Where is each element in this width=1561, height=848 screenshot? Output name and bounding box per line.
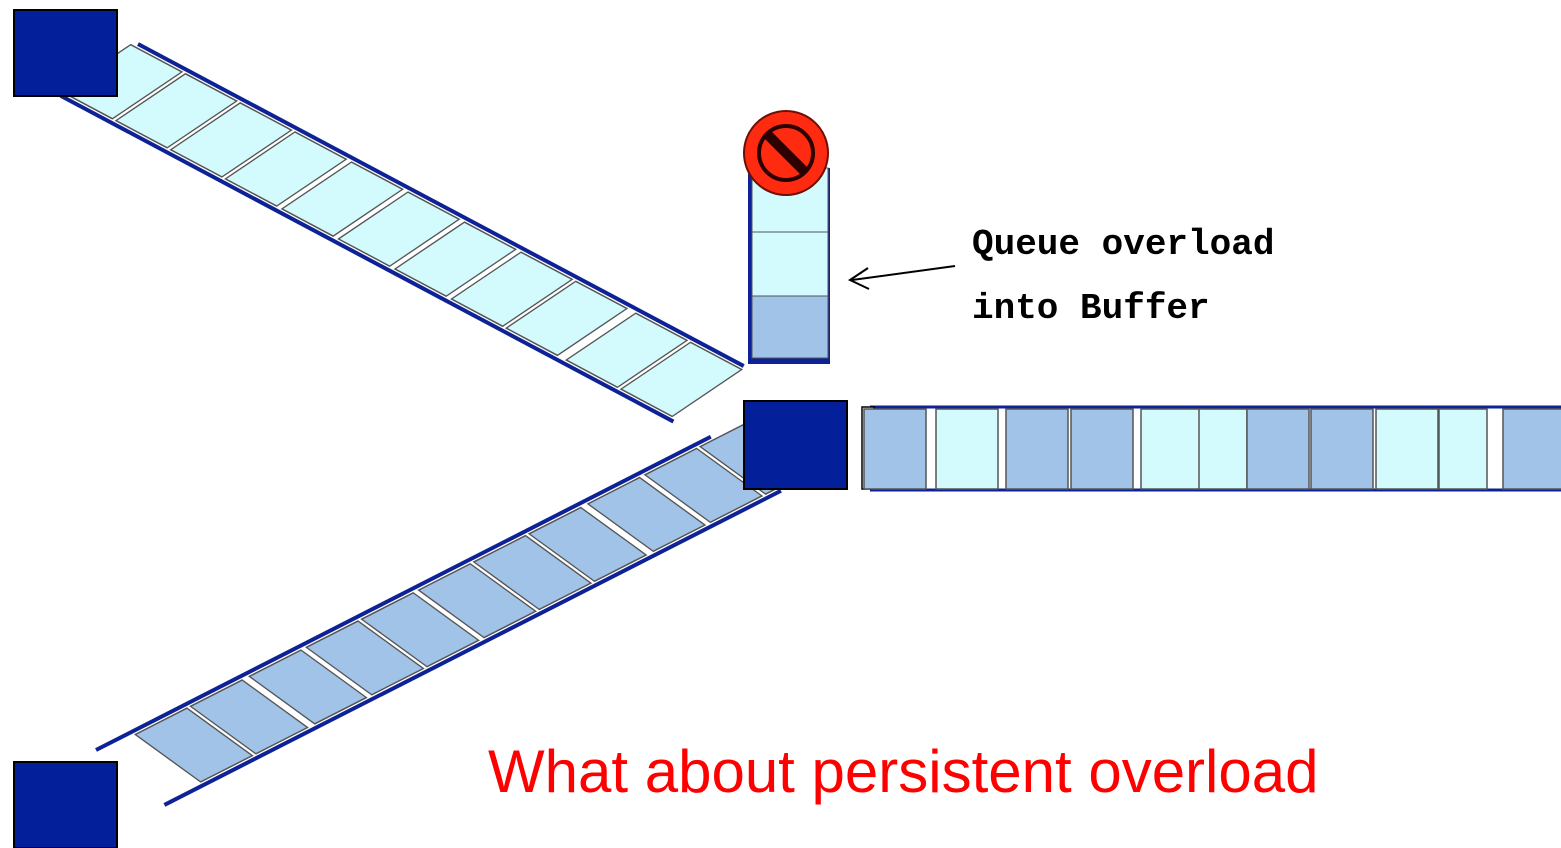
packet (643, 447, 764, 524)
router-source-top (13, 9, 118, 97)
arrow-icon (847, 265, 956, 290)
packet (863, 408, 927, 490)
packet (619, 341, 744, 418)
buffer-slot (751, 295, 829, 359)
packet (224, 131, 348, 207)
packet (564, 312, 689, 389)
packet (360, 591, 480, 668)
packet (504, 280, 629, 357)
packet (450, 251, 574, 328)
lower-incoming-link (95, 419, 819, 807)
router-center (743, 400, 848, 490)
packet (1246, 408, 1310, 490)
packet (189, 679, 309, 755)
packet (1310, 408, 1374, 490)
annotation-line-2: into Buffer (972, 288, 1210, 329)
packet (935, 408, 999, 490)
packet (337, 191, 461, 267)
upper-incoming-link (59, 42, 745, 424)
packet (472, 534, 593, 611)
packet (393, 221, 518, 298)
link-rail-bottom (163, 488, 782, 807)
packet (133, 707, 254, 783)
packet (1140, 408, 1204, 490)
packet (1198, 408, 1248, 490)
packet (1438, 408, 1488, 490)
packet (247, 649, 368, 725)
packet (1375, 408, 1439, 490)
no-entry-icon (743, 110, 829, 196)
link-rail-bottom (59, 93, 675, 424)
link-rail-top (137, 42, 745, 368)
packet (114, 72, 239, 149)
packet (304, 620, 425, 696)
link-rail-top (95, 434, 712, 752)
caption-question: What about persistent overload (488, 738, 1319, 805)
packet (1005, 408, 1069, 490)
buffer-slot (751, 231, 829, 297)
annotation-line-1: Queue overload (972, 224, 1274, 265)
packet (1070, 408, 1134, 490)
packet (586, 476, 707, 553)
router-source-bottom (13, 761, 118, 848)
outgoing-link (861, 405, 1561, 492)
router-buffer (748, 167, 830, 364)
packet (417, 562, 538, 639)
packet (280, 161, 405, 237)
packet (169, 102, 293, 178)
packet (527, 506, 648, 583)
packet (1502, 408, 1561, 490)
